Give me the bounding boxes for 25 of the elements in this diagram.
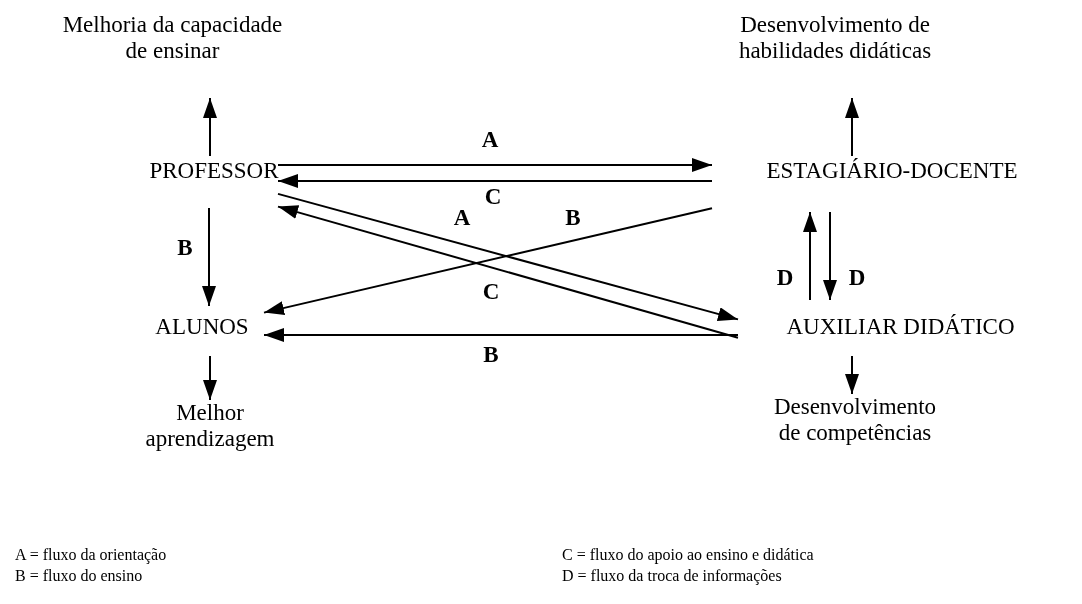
legend-note: C = fluxo do apoio ao ensino e didática [562,545,814,564]
arrow [202,207,216,307]
arrow [823,211,837,301]
legend-note: A = fluxo da orientação [15,545,167,564]
legend-note: B = fluxo do ensino [15,566,143,585]
arrow [277,174,713,188]
concept-label: AUXILIAR DIDÁTICO [786,314,1015,340]
arrow [277,158,713,172]
arrow [845,355,859,395]
arrow [203,355,217,401]
concept-label: PROFESSOR [149,158,279,184]
arrow [803,211,817,301]
concept-label: ALUNOS [155,314,249,340]
legend-note: D = fluxo da troca de informações [562,566,782,585]
arrow [277,192,739,321]
concept-label: Melhor aprendizagem [144,400,276,452]
concept-label: ESTAGIÁRIO-DOCENTE [766,158,1018,184]
concept-label: Desenvolvimento de habilidades didáticas [737,12,933,64]
concept-label: Melhoria da capacidade de ensinar [61,12,284,64]
arrow [203,97,217,157]
arrow [263,207,713,315]
arrow [277,205,739,339]
arrow [845,97,859,157]
concept-label: Desenvolvimento de competências [772,394,938,446]
arrow [263,328,739,342]
